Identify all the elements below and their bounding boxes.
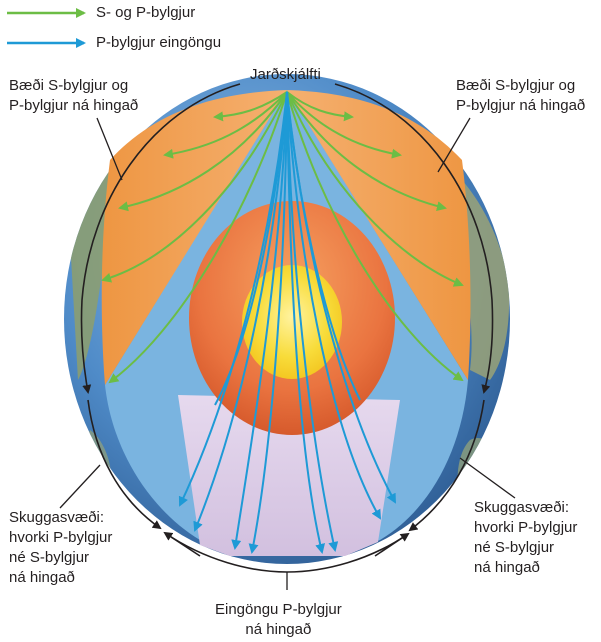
label-bottom-line2: ná hingað <box>215 620 342 640</box>
label-left-shadow-line3: né S-bylgjur <box>9 548 112 568</box>
legend-arrows <box>7 13 84 43</box>
label-bottom-line1: Eingöngu P-bylgjur <box>215 600 342 620</box>
label-left-top: Bæði S-bylgjur og P-bylgjur ná hingað <box>9 76 138 116</box>
label-left-shadow-line1: Skuggasvæði: <box>9 508 112 528</box>
leader-left-shadow <box>60 465 100 508</box>
epicenter-label: Jarðskjálfti <box>250 65 321 85</box>
label-right-shadow-line2: hvorki P-bylgjur <box>474 518 577 538</box>
legend-label-p-only: P-bylgjur eingöngu <box>96 33 221 53</box>
label-left-shadow: Skuggasvæði: hvorki P-bylgjur né S-bylgj… <box>9 508 112 588</box>
label-right-top-line2: P-bylgjur ná hingað <box>456 96 585 116</box>
label-right-shadow-line4: ná hingað <box>474 558 577 578</box>
label-left-top-line2: P-bylgjur ná hingað <box>9 96 138 116</box>
label-left-shadow-line4: ná hingað <box>9 568 112 588</box>
label-right-shadow-line3: né S-bylgjur <box>474 538 577 558</box>
label-right-shadow: Skuggasvæði: hvorki P-bylgjur né S-bylgj… <box>474 498 577 578</box>
legend-item-s-and-p: S- og P-bylgjur <box>96 3 195 23</box>
legend-label-s-and-p: S- og P-bylgjur <box>96 3 195 23</box>
legend-item-p-only: P-bylgjur eingöngu <box>96 33 221 53</box>
epicenter-text: Jarðskjálfti <box>250 65 321 85</box>
label-left-shadow-line2: hvorki P-bylgjur <box>9 528 112 548</box>
label-right-shadow-line1: Skuggasvæði: <box>474 498 577 518</box>
label-right-top: Bæði S-bylgjur og P-bylgjur ná hingað <box>456 76 585 116</box>
leader-right-shadow <box>460 458 515 498</box>
label-left-top-line1: Bæði S-bylgjur og <box>9 76 138 96</box>
label-right-top-line1: Bæði S-bylgjur og <box>456 76 585 96</box>
label-bottom: Eingöngu P-bylgjur ná hingað <box>215 600 342 640</box>
